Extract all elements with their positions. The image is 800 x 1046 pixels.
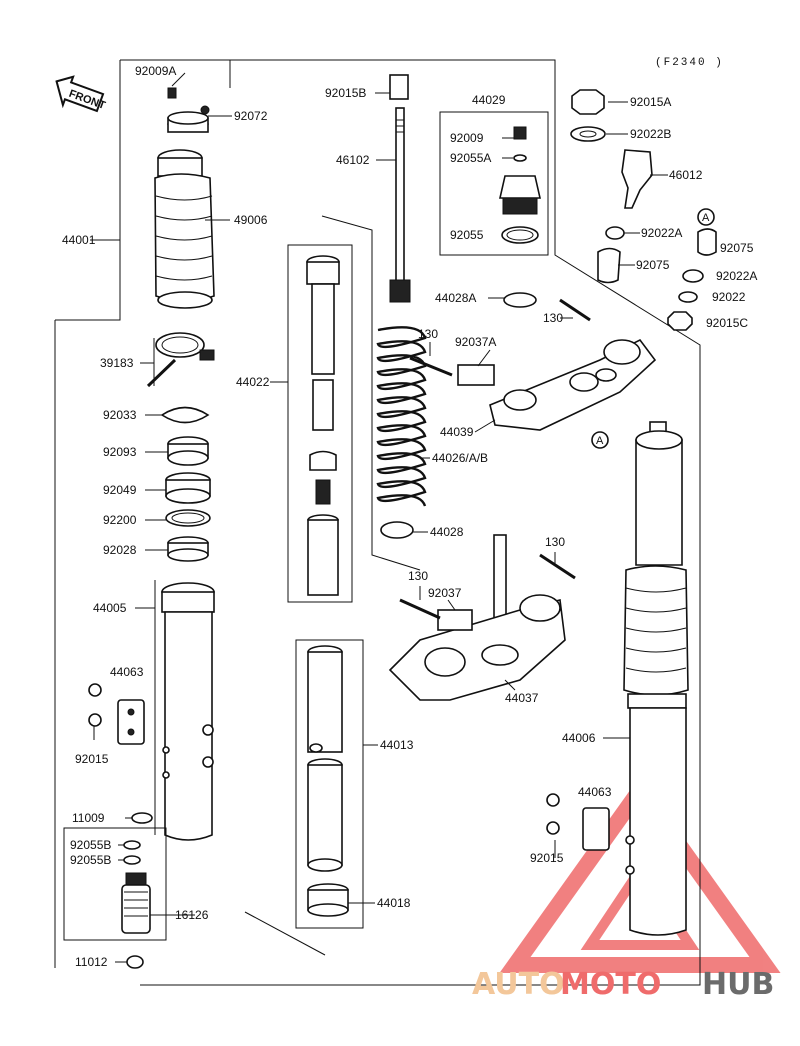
lower-bracket-44037 — [388, 534, 576, 701]
label-44039: 44039 — [440, 425, 474, 439]
label-92015-left: 92015 — [75, 752, 109, 766]
label-11012: 11012 — [75, 955, 108, 969]
watermark-text: AUTO MOTO HUB — [472, 967, 774, 1002]
label-92093: 92093 — [103, 445, 137, 459]
label-130-a: 130 — [418, 327, 438, 341]
watermark-moto: MOTO — [560, 967, 661, 1002]
label-44063-right: 44063 — [578, 785, 612, 799]
label-44037: 44037 — [505, 691, 539, 705]
label-44001: 44001 — [62, 233, 96, 247]
label-92009A: 92009A — [135, 64, 176, 78]
label-130-d: 130 — [408, 569, 428, 583]
label-44018: 44018 — [377, 896, 411, 910]
label-39183: 39183 — [100, 356, 134, 370]
watermark-hub: HUB — [702, 967, 774, 1002]
label-92015B: 92015B — [325, 86, 366, 100]
label-92037A: 92037A — [455, 335, 496, 349]
label-92049: 92049 — [103, 483, 137, 497]
leader-lines — [93, 72, 668, 963]
label-44029: 44029 — [472, 93, 506, 107]
front-arrow: FRONT — [55, 75, 107, 113]
callout-A-top: A — [702, 212, 710, 224]
label-92075-1: 92075 — [720, 241, 754, 255]
label-92015C: 92015C — [706, 316, 748, 330]
label-92055A: 92055A — [450, 151, 491, 165]
label-11009: 11009 — [72, 811, 105, 825]
label-44006: 44006 — [562, 731, 596, 745]
label-92015-right: 92015 — [530, 851, 564, 865]
part-labels: 92009A 92072 49006 44001 39183 92033 920… — [62, 64, 757, 969]
label-92075-2: 92075 — [636, 258, 670, 272]
label-44022: 44022 — [236, 375, 270, 389]
label-44028A: 44028A — [435, 291, 476, 305]
label-44063-left: 44063 — [110, 665, 144, 679]
right-small-parts: A A — [570, 89, 717, 449]
label-92015A: 92015A — [630, 95, 671, 109]
label-92022A-1: 92022A — [641, 226, 682, 240]
label-92009: 92009 — [450, 131, 484, 145]
label-92022A-2: 92022A — [716, 269, 757, 283]
label-92037: 92037 — [428, 586, 462, 600]
label-92055: 92055 — [450, 228, 484, 242]
label-44026: 44026/A/B — [432, 451, 488, 465]
label-44013: 44013 — [380, 738, 414, 752]
label-92055B-1: 92055B — [70, 838, 111, 852]
spring-44026 — [376, 326, 427, 507]
frame-lines — [54, 59, 701, 986]
label-16126: 16126 — [175, 908, 209, 922]
label-92028: 92028 — [103, 543, 137, 557]
watermark-auto: AUTO — [472, 967, 565, 1002]
label-46102: 46102 — [336, 153, 370, 167]
label-46012: 46012 — [669, 168, 703, 182]
right-fork-44006 — [546, 421, 689, 936]
label-44005: 44005 — [93, 601, 127, 615]
left-fork-parts — [63, 87, 215, 969]
label-130-c: 130 — [545, 535, 565, 549]
cap-kit-44029 — [439, 111, 549, 256]
label-92072: 92072 — [234, 109, 268, 123]
label-44028: 44028 — [430, 525, 464, 539]
upper-clamp-44039 — [409, 292, 657, 431]
label-92200: 92200 — [103, 513, 137, 527]
diagram-code: (F2340 ) — [655, 57, 724, 69]
label-92022: 92022 — [712, 290, 746, 304]
label-92033: 92033 — [103, 408, 137, 422]
label-130-b: 130 — [543, 311, 563, 325]
label-92055B-2: 92055B — [70, 853, 111, 867]
callout-A-bottom: A — [596, 435, 604, 447]
label-49006: 49006 — [234, 213, 268, 227]
center-parts — [244, 74, 427, 956]
label-92022B: 92022B — [630, 127, 671, 141]
